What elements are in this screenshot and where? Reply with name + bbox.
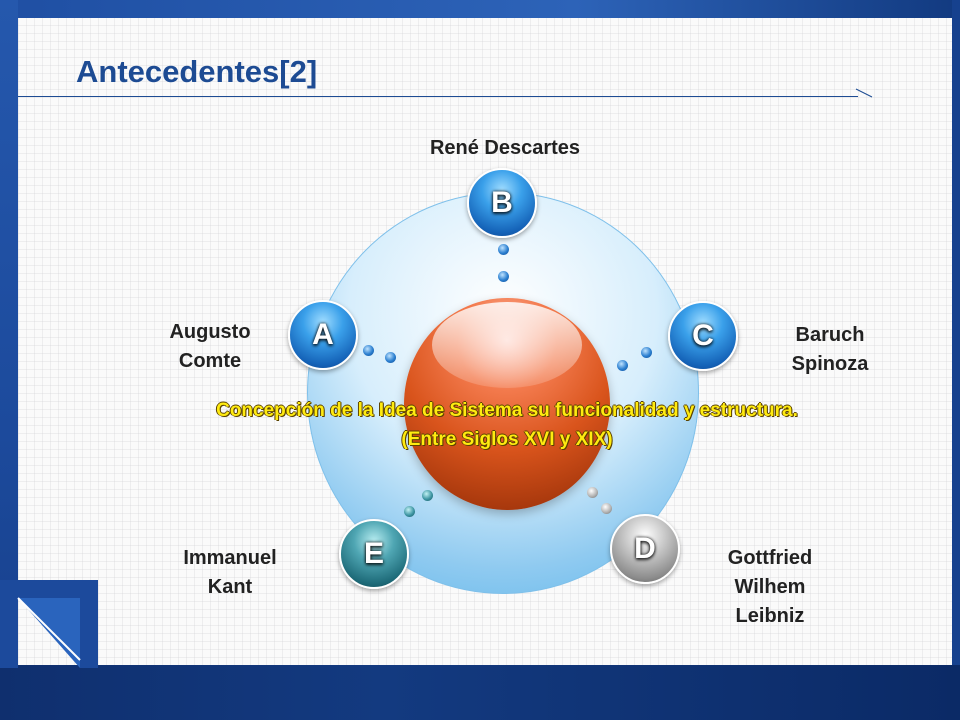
label-node-c: Baruch Spinoza: [791, 324, 869, 375]
label-node-a: Augusto Comte: [169, 321, 251, 372]
label-node-d: Gottfried Wilhem Leibniz: [727, 547, 813, 627]
title-underline-tick: [855, 88, 873, 98]
corner-decoration: [0, 580, 98, 668]
node-b: B: [467, 168, 537, 238]
connector-dot-d-2: [601, 503, 612, 514]
diagram-caption: Concepción de la Idea de Sistema su func…: [130, 396, 884, 454]
label-node-b: René Descartes: [429, 137, 581, 159]
node-c-letter: C: [692, 319, 714, 352]
connector-dot-c-1: [641, 347, 652, 358]
node-e-letter: E: [363, 537, 384, 570]
node-b-letter: B: [491, 186, 513, 219]
frame-right-bar: [952, 0, 960, 720]
label-node-e: Immanuel Kant: [183, 547, 277, 598]
connector-dot-e-1: [422, 490, 433, 501]
node-a: A: [288, 300, 358, 370]
page-title: Antecedentes[2]: [76, 54, 318, 89]
frame-top-bar: [0, 0, 960, 18]
title-underline: [18, 96, 858, 97]
connector-dot-a-1: [363, 345, 374, 356]
connector-dot-a-2: [385, 352, 396, 363]
frame-left-bar: [0, 0, 18, 720]
center-sphere-highlight: [432, 302, 582, 388]
connector-dot-d-1: [587, 487, 598, 498]
connector-dot-e-2: [404, 506, 415, 517]
node-c: C: [668, 301, 738, 371]
node-a-letter: A: [312, 318, 334, 351]
connector-dot-b-2: [498, 271, 509, 282]
caption-line-1: Concepción de la Idea de Sistema su func…: [216, 400, 798, 421]
node-d: D: [610, 514, 680, 584]
caption-line-2: (Entre Siglos XVI y XIX): [401, 429, 613, 450]
frame-bottom-bar: [0, 665, 960, 720]
node-e: E: [339, 519, 409, 589]
node-d-letter: D: [634, 532, 656, 565]
connector-dot-b-1: [498, 244, 509, 255]
connector-dot-c-2: [617, 360, 628, 371]
